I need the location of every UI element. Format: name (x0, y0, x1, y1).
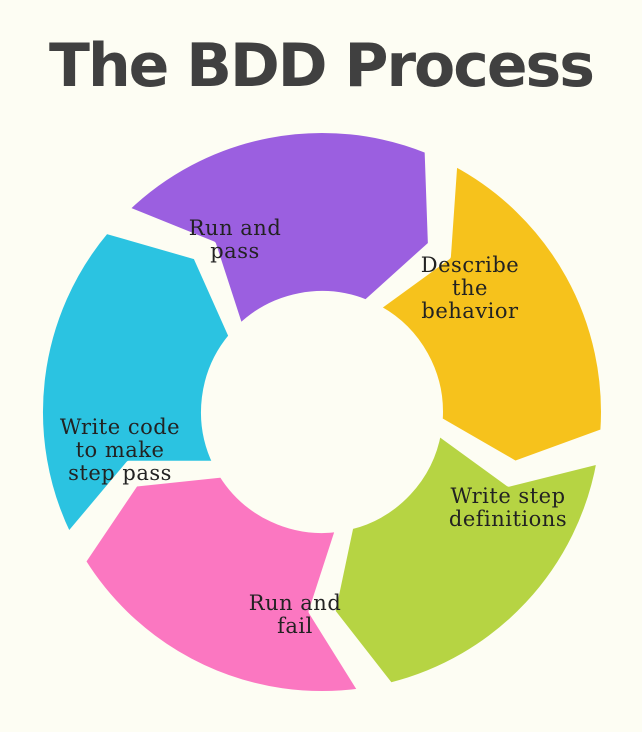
page-title: The BDD Process (49, 31, 595, 101)
segment-write-code (37, 227, 235, 539)
center-hub (206, 296, 438, 528)
step-label-write-code: Write code to make step pass (59, 415, 181, 485)
segment-write-step-definitions (329, 429, 603, 689)
step-label-describe-behavior: Describe the behavior (420, 253, 520, 323)
segment-describe-behavior (374, 160, 607, 467)
step-label-write-step-definitions: Write step definitions (448, 484, 568, 531)
segment-run-and-fail (79, 471, 365, 698)
step-label-run-and-pass: Run and pass (188, 216, 282, 263)
step-label-run-and-fail: Run and fail (248, 591, 342, 638)
segment-run-and-pass (123, 126, 434, 331)
